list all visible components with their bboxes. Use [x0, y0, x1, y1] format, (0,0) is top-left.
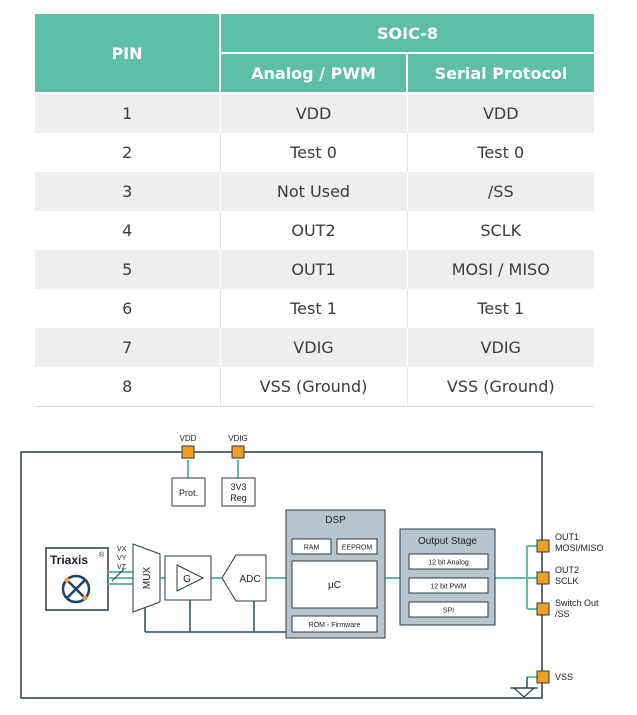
analog-pwm-cell: Test 1 — [219, 289, 407, 328]
table-row: 2 Test 0 Test 0 — [35, 133, 594, 172]
vss-pad — [536, 670, 550, 684]
spi-output-block — [408, 601, 489, 618]
dsp-title: DSP — [325, 515, 346, 526]
table-row: 3 Not Used /SS — [35, 172, 594, 211]
prot-block — [171, 477, 206, 507]
microcontroller-block — [291, 560, 378, 609]
adc-label: ADC — [239, 574, 260, 585]
triaxis-registered-mark: ® — [99, 551, 105, 559]
table-row: 1 VDD VDD — [35, 93, 594, 133]
triaxis-sensor — [45, 547, 109, 611]
table-row: 5 OUT1 MOSI / MISO — [35, 250, 594, 289]
vdig-pad — [231, 445, 245, 459]
mosi-miso-label: MOSI/MISO — [555, 543, 604, 553]
control-wires — [144, 596, 292, 633]
pwm-output-label: 12 bit PWM — [430, 584, 466, 591]
vdig-pin-label: VDIG — [228, 434, 248, 443]
serial-protocol-header: Serial Protocol — [407, 53, 594, 94]
switch-out-pad — [536, 602, 550, 616]
ram-block — [291, 538, 332, 555]
reg-block — [221, 477, 256, 507]
mux-label: MUX — [142, 567, 153, 590]
serial-cell: VDIG — [406, 328, 594, 367]
rom-block — [291, 615, 378, 633]
out2-label: OUT2 — [555, 565, 579, 575]
triaxis-logo-icon — [61, 574, 91, 604]
vss-label: VSS — [555, 672, 573, 682]
bus-slash — [111, 568, 125, 582]
analog-output-block — [408, 553, 489, 570]
pin-number: 3 — [35, 172, 220, 211]
analog-pwm-header: Analog / PWM — [220, 53, 408, 94]
ss-label: /SS — [555, 609, 570, 619]
analog-pwm-cell: VSS (Ground) — [219, 367, 407, 407]
sclk-label: SCLK — [555, 576, 579, 586]
pin-number: 4 — [35, 211, 220, 250]
gain-amplifier-icon — [176, 564, 205, 592]
analog-pwm-cell: VDD — [219, 93, 407, 133]
package-header: SOIC-8 — [220, 14, 594, 54]
analog-output-label: 12 bit Analog — [428, 560, 469, 567]
pinout-table: PIN SOIC-8 Analog / PWM Serial Protocol … — [35, 14, 594, 407]
pin-number: 1 — [35, 93, 220, 133]
switch-out-label: Switch Out — [555, 598, 599, 608]
eeprom-block — [336, 538, 378, 555]
table-row: 6 Test 1 Test 1 — [35, 289, 594, 328]
pin-number: 5 — [35, 250, 220, 289]
vz-label: VZ — [117, 564, 127, 571]
table-row: 7 VDIG VDIG — [35, 328, 594, 367]
block-diagram: VDD VDIG Prot. 3V3 Reg Triaxis ® VX VY V… — [20, 434, 604, 699]
out1-pad — [536, 539, 550, 553]
prot-label: Prot. — [179, 488, 198, 498]
reg-label-line2: Reg — [230, 493, 247, 503]
output-stage-title: Output Stage — [418, 536, 477, 547]
analog-pwm-cell: Not Used — [219, 172, 407, 211]
triaxis-label: Triaxis — [50, 553, 88, 567]
ram-label: RAM — [304, 545, 320, 552]
pwm-output-block — [408, 577, 489, 594]
serial-cell: Test 1 — [406, 289, 594, 328]
table-row: 4 OUT2 SCLK — [35, 211, 594, 250]
ground-icon — [510, 687, 538, 698]
gain-label: G — [183, 574, 191, 585]
vy-label: VY — [117, 555, 127, 562]
serial-cell: MOSI / MISO — [406, 250, 594, 289]
analog-pwm-cell: VDIG — [219, 328, 407, 367]
table-row: 8 VSS (Ground) VSS (Ground) — [35, 367, 594, 407]
pin-number: 2 — [35, 133, 220, 172]
serial-cell: SCLK — [406, 211, 594, 250]
analog-pwm-cell: Test 0 — [219, 133, 407, 172]
vdd-pad — [181, 445, 195, 459]
rom-label: ROM - Firmware — [309, 622, 361, 629]
uc-label: µC — [328, 580, 341, 591]
serial-cell: VSS (Ground) — [406, 367, 594, 407]
serial-cell: Test 0 — [406, 133, 594, 172]
out1-label: OUT1 — [555, 532, 579, 542]
adc-block — [221, 554, 267, 602]
reg-label-line1: 3V3 — [230, 482, 246, 492]
vx-label: VX — [117, 546, 127, 553]
pin-number: 7 — [35, 328, 220, 367]
pin-header: PIN — [35, 14, 221, 94]
pin-number: 8 — [35, 367, 220, 407]
spi-output-label: SPI — [443, 608, 454, 615]
analog-pwm-cell: OUT1 — [219, 250, 407, 289]
serial-cell: /SS — [406, 172, 594, 211]
out2-pad — [536, 571, 550, 585]
serial-cell: VDD — [406, 93, 594, 133]
analog-pwm-cell: OUT2 — [219, 211, 407, 250]
mux-block — [132, 543, 161, 613]
pin-number: 6 — [35, 289, 220, 328]
eeprom-label: EEPROM — [342, 545, 373, 552]
vdd-pin-label: VDD — [180, 434, 197, 443]
